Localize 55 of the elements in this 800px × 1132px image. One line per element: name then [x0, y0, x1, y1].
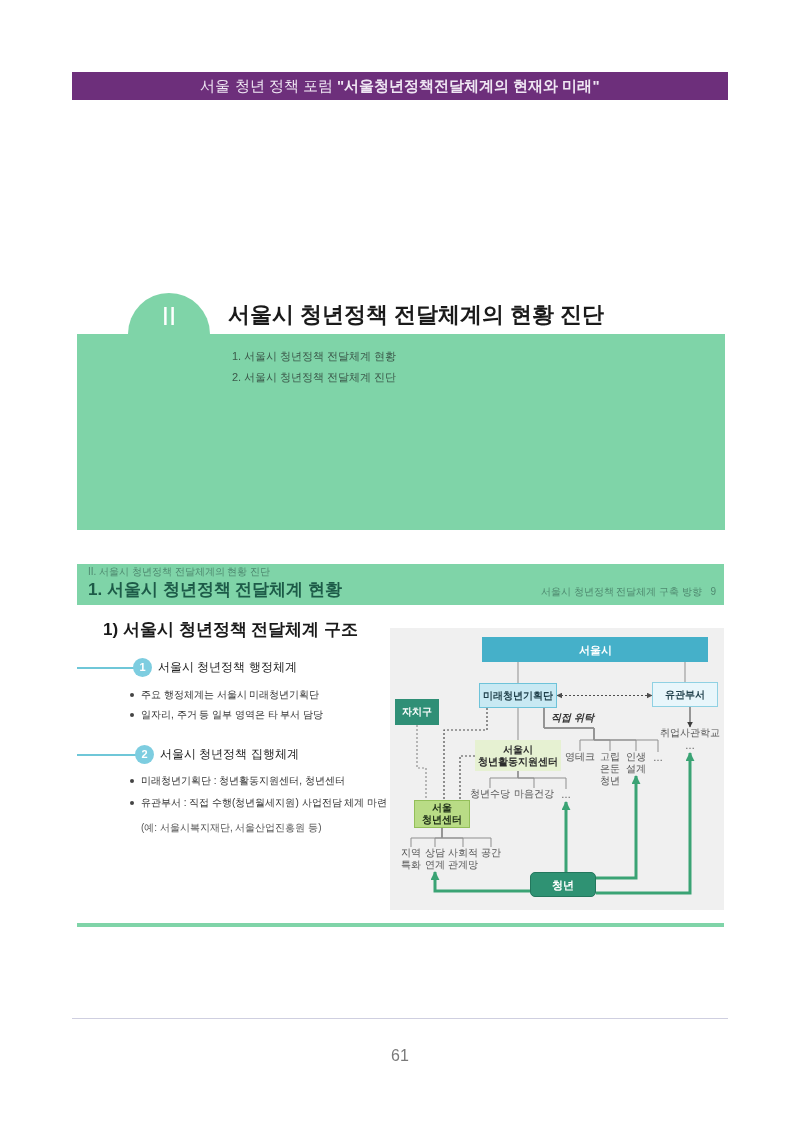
toc-item: 2. 서울시 청년정책 전달체계 진단 — [232, 370, 397, 384]
arrow — [561, 801, 571, 872]
target-box: 청년 — [530, 872, 596, 897]
org-box: 유관부서 — [652, 682, 718, 707]
arrow — [687, 706, 693, 728]
point-heading: 서울시 청년정책 집행체계 — [160, 747, 299, 762]
edge-label: 직접 위탁 — [550, 712, 595, 724]
breadcrumb: II. 서울시 청년정책 전달체계의 현황 진단 — [88, 566, 271, 578]
note-text: (예: 서울시복지재단, 서울산업진흥원 등) — [141, 821, 322, 835]
bullet-text: 미래청년기획단 : 청년활동지원센터, 청년센터 — [141, 774, 345, 788]
slide-title: 1. 서울시 청년정책 전달체계 현황 — [88, 579, 343, 601]
chapter-note: 서울시 청년정책 전달체계 구축 방향 — [540, 586, 702, 598]
org-box: 미래청년기획단 — [479, 683, 557, 708]
arrow — [596, 752, 695, 895]
arrow — [430, 871, 530, 893]
title-bar: 서울 청년 정책 포럼 "서울청년정책전달체계의 현재와 미래" — [72, 72, 728, 100]
org-box: 자치구 — [395, 699, 439, 725]
connector-line — [684, 661, 686, 683]
toc-item: 1. 서울시 청년정책 전달체계 현황 — [232, 349, 397, 363]
slide-header-band — [77, 564, 724, 605]
bullet-text: 주요 행정체계는 서울시 미래청년기획단 — [141, 688, 320, 702]
program-label: 취업사관학교 — [659, 727, 721, 739]
section-subtitle: 1) 서울시 청년정책 전달체계 구조 — [103, 620, 358, 640]
connector-line — [517, 707, 519, 741]
bullet-text: 일자리, 주거 등 일부 영역은 타 부서 담당 — [141, 708, 324, 722]
org-box: 서울시 — [482, 637, 708, 662]
page-number: 61 — [391, 1046, 409, 1066]
connector-line — [517, 770, 567, 790]
arrow — [596, 775, 641, 880]
program-label: 상담 연계 — [423, 847, 447, 871]
dotted-connector — [443, 707, 488, 801]
bullet-text: 유관부서 : 직접 수행(청년월세지원) 사업전담 체계 마련 — [141, 796, 388, 810]
program-label: 지역 특화 — [399, 847, 423, 871]
program-label: 인생 설계 — [624, 751, 648, 775]
program-label: 마음건강 — [512, 788, 556, 800]
program-label: 청년수당 — [468, 788, 512, 800]
program-label: 고립 은둔 청년 — [598, 751, 622, 787]
point-heading: 서울시 청년정책 행정체계 — [158, 660, 297, 675]
arrow — [556, 692, 653, 699]
program-label: … — [683, 740, 697, 752]
section-number-tab: II — [128, 293, 210, 335]
slide-page-number: 9 — [710, 586, 716, 598]
program-label: 공간 — [479, 847, 503, 859]
program-label: … — [559, 789, 573, 801]
dotted-connector — [459, 755, 476, 801]
org-box: 서울시 청년활동지원센터 — [475, 740, 561, 771]
connector-line — [517, 661, 519, 684]
program-label: 사회적 관계망 — [446, 847, 480, 871]
org-box: 서울 청년센터 — [414, 800, 470, 828]
connector-line — [441, 827, 492, 848]
program-label: … — [651, 752, 665, 764]
dotted-connector — [416, 724, 427, 801]
connector-line — [543, 707, 659, 753]
program-label: 영테크 — [564, 751, 596, 763]
section-title: 서울시 청년정책 전달체계의 현황 진단 — [228, 301, 605, 329]
